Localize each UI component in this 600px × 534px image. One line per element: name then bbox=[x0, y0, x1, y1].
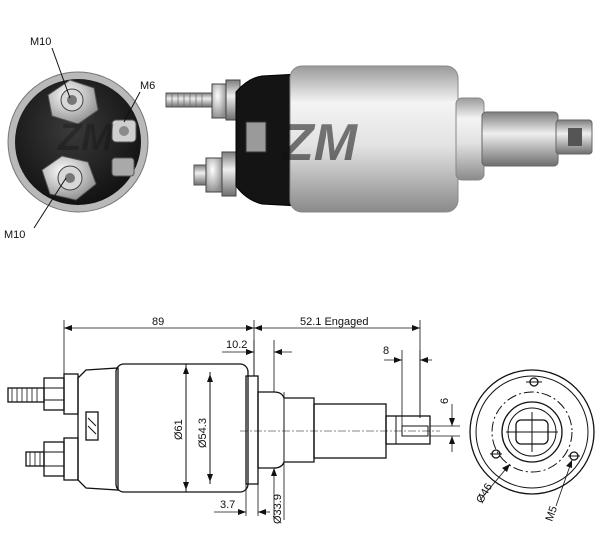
terminal-bottom-nut bbox=[41, 155, 97, 201]
dim-inner-diameter: Ø54.3 bbox=[197, 374, 213, 482]
dim-mount-thread: M5 bbox=[544, 459, 573, 523]
watermark-side-view: ZM bbox=[280, 114, 359, 172]
end-view-photo: ZM M10 M6 M10 bbox=[4, 36, 155, 241]
label-overall-length: 89 bbox=[152, 316, 164, 328]
watermark-end-view: ZM bbox=[57, 117, 114, 159]
label-plunger-slot: 6 bbox=[439, 398, 451, 404]
plunger-photo bbox=[481, 111, 559, 167]
label-nose-diameter: Ø33.9 bbox=[272, 494, 284, 524]
label-flange-offset: 10.2 bbox=[226, 339, 247, 351]
bottom-stud bbox=[193, 151, 237, 197]
label-flange-thickness: 3.7 bbox=[220, 499, 235, 511]
side-view-photo: ZM bbox=[165, 65, 593, 213]
label-plunger-offset: 8 bbox=[383, 345, 389, 357]
label-m10-top: M10 bbox=[30, 36, 51, 48]
dim-flange-thickness: 3.7 bbox=[214, 484, 270, 516]
top-stud bbox=[165, 79, 241, 121]
dim-plunger-offset: 8 bbox=[383, 345, 432, 426]
label-body-diameter: Ø61 bbox=[173, 419, 185, 440]
side-view-drawing: 89 52.1 Engaged 10.2 8 bbox=[7, 316, 460, 524]
dim-bolt-circle: Ø46 bbox=[474, 463, 511, 506]
label-bolt-circle: Ø46 bbox=[474, 481, 495, 505]
drawing-bottom-stud bbox=[25, 437, 79, 481]
dim-nose-diameter: Ø33.9 bbox=[271, 392, 285, 524]
label-inner-diameter: Ø54.3 bbox=[197, 418, 209, 448]
drawing-top-stud bbox=[7, 373, 79, 415]
dim-engaged-travel: 52.1 Engaged bbox=[254, 316, 421, 418]
dim-flange-offset: 10.2 bbox=[222, 339, 292, 392]
dim-body-diameter: Ø61 bbox=[173, 366, 189, 490]
label-engaged-travel: 52.1 Engaged bbox=[300, 316, 369, 328]
front-view-drawing: Ø46 M5 bbox=[469, 369, 595, 523]
terminal-small-screw bbox=[111, 119, 137, 177]
terminal-top-nut bbox=[47, 79, 99, 125]
label-m10-bottom: M10 bbox=[4, 229, 25, 241]
label-m6: M6 bbox=[140, 80, 155, 92]
label-mount-thread: M5 bbox=[544, 505, 561, 523]
drawing-body bbox=[115, 363, 249, 493]
dim-plunger-slot: 6 bbox=[430, 398, 460, 452]
